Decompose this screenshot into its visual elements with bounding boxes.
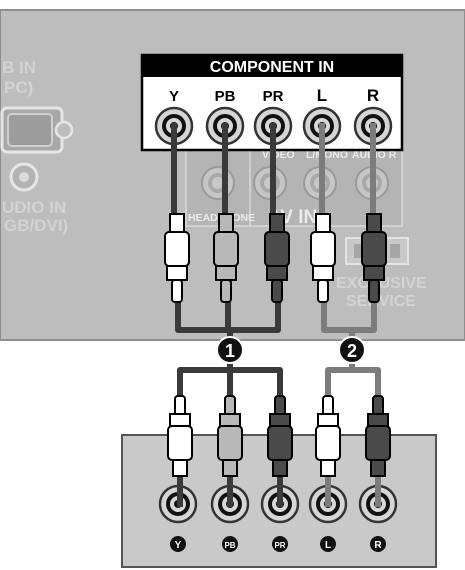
component-label-l: L bbox=[317, 86, 327, 105]
plug-top-pb-icon bbox=[213, 213, 239, 303]
rgb-in-port-group: B IN PC) UDIO IN GB/DVI) bbox=[0, 58, 74, 235]
callout-1-text: 1 bbox=[225, 341, 235, 361]
device-badge-r bbox=[370, 536, 386, 552]
callout-2: 2 bbox=[338, 336, 366, 364]
exclusive-service-line2: SERVICE bbox=[346, 293, 416, 310]
rgb-in-label-line2: PC) bbox=[4, 78, 33, 97]
component-in-header bbox=[142, 55, 402, 77]
plug-bottom-y-icon bbox=[167, 395, 193, 477]
device-badge-pr-text: PR bbox=[274, 541, 285, 550]
vga-screw-icon bbox=[54, 120, 74, 140]
plug-bottom-l-icon bbox=[315, 395, 341, 477]
cable-bundle-2-lower bbox=[325, 367, 381, 403]
device-badge-l-text: L bbox=[325, 540, 331, 551]
plug-top-r-icon bbox=[361, 213, 387, 303]
audio-in-label-line1: UDIO IN bbox=[2, 198, 66, 217]
plug-bottom-pb-icon bbox=[217, 395, 243, 477]
headphone-jack-icon bbox=[201, 166, 235, 200]
rgb-in-label-line1: B IN bbox=[2, 58, 36, 77]
plug-top-y-icon bbox=[164, 213, 190, 303]
component-label-r: R bbox=[367, 86, 379, 105]
tv-back-panel: B IN PC) UDIO IN GB/DVI) VIDEO L/MONO AU… bbox=[0, 9, 465, 341]
plug-bottom-r-icon bbox=[365, 395, 391, 477]
device-badge-pb bbox=[222, 536, 238, 552]
component-label-pr: PR bbox=[263, 88, 284, 105]
device-badge-pr bbox=[272, 536, 288, 552]
plug-bottom-pr-icon bbox=[267, 395, 293, 477]
device-badge-pb-text: PB bbox=[224, 541, 235, 550]
upper-plugs bbox=[164, 213, 387, 303]
lower-plugs bbox=[167, 395, 391, 477]
device-badge-l bbox=[320, 536, 336, 552]
callout-2-text: 2 bbox=[347, 341, 357, 361]
audio-in-label-line2: GB/DVI) bbox=[4, 216, 68, 235]
component-label-pb: PB bbox=[215, 88, 236, 105]
device-badge-r-text: R bbox=[374, 540, 382, 551]
component-label-y: Y bbox=[169, 88, 179, 105]
plug-top-pr-icon bbox=[264, 213, 290, 303]
exclusive-service-line1: EXCLUSIVE bbox=[336, 275, 427, 292]
component-in-title: COMPONENT IN bbox=[210, 59, 334, 76]
callout-1: 1 bbox=[216, 336, 244, 364]
device-badge-y bbox=[170, 536, 186, 552]
plug-top-l-icon bbox=[310, 213, 336, 303]
av-sub-label-lmono: L/MONO bbox=[306, 149, 348, 161]
device-badge-y-text: Y bbox=[175, 540, 182, 551]
